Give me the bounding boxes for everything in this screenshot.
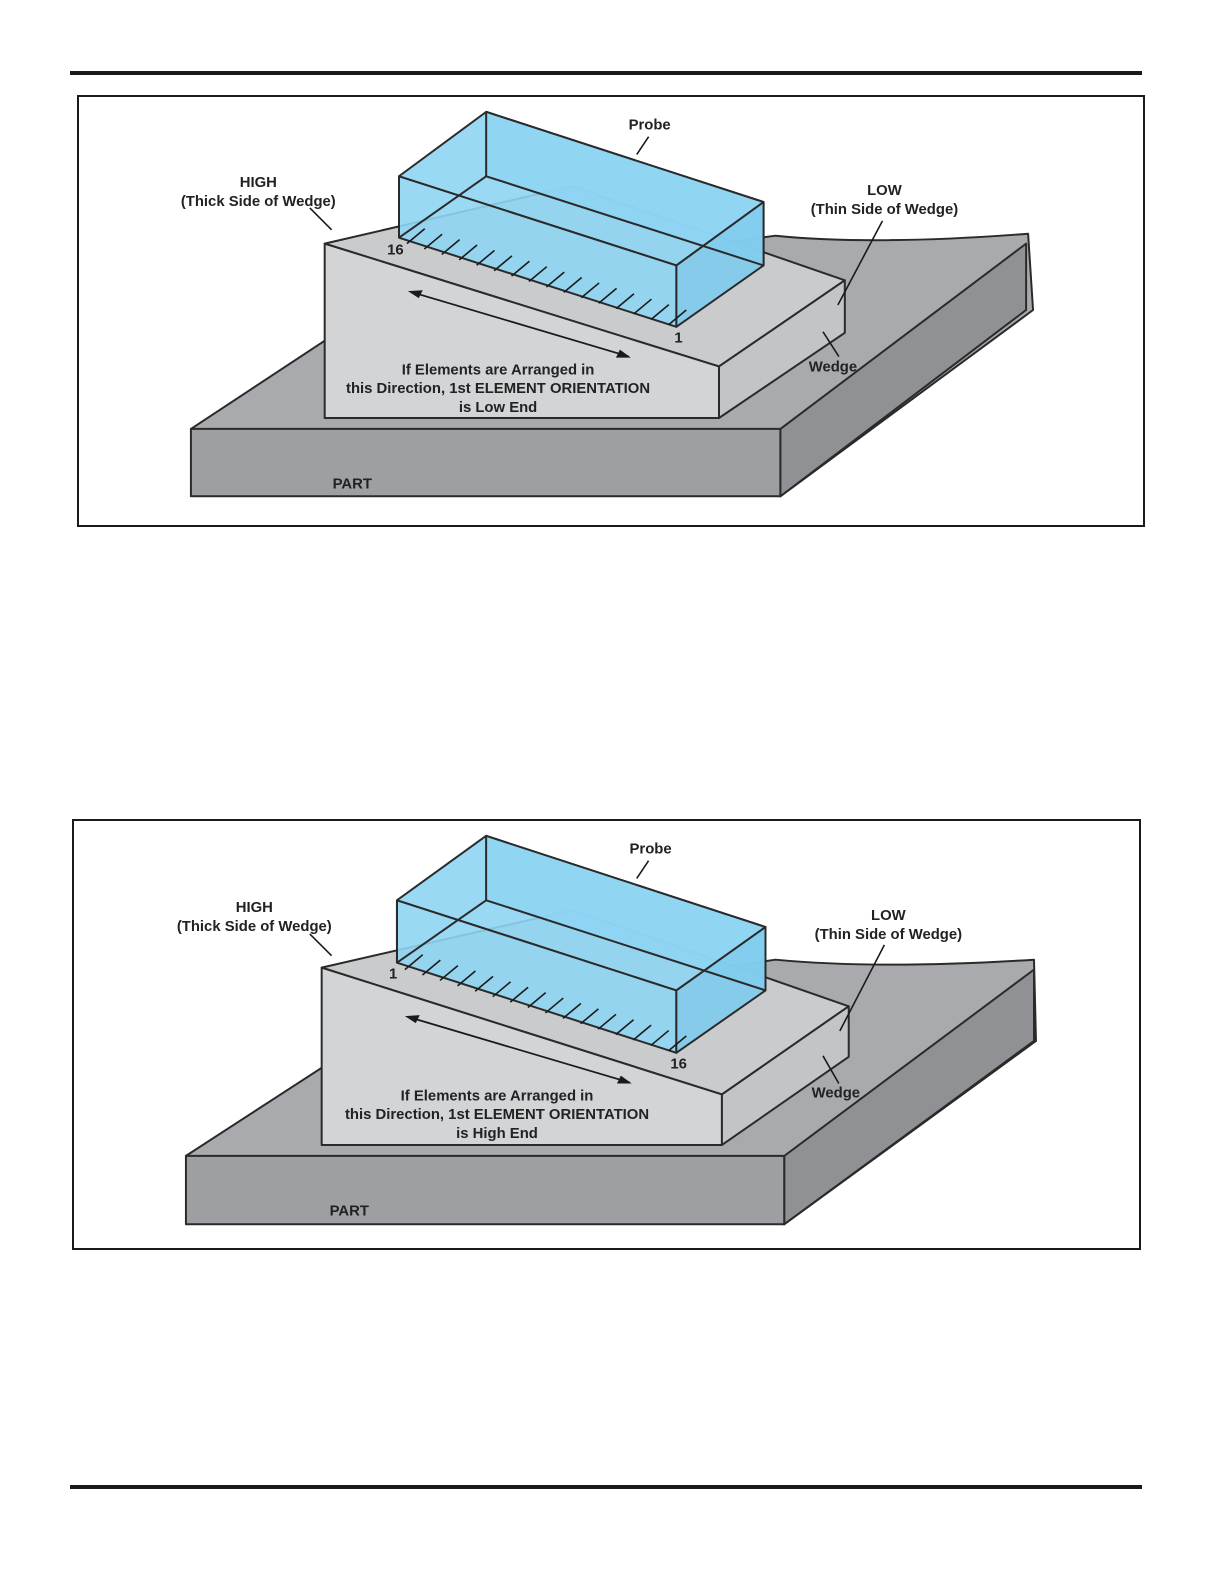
part-front-face [184,1154,786,1226]
part-front-face [189,427,782,498]
element-mark [633,298,652,315]
wedge-label: Wedge [809,359,857,375]
caption-line-2: this Direction, 1st ELEMENT ORIENTATION [345,1107,649,1123]
element-right-number: 16 [670,1057,687,1073]
element-mark [615,293,635,310]
element-mark [650,1029,670,1047]
high-sub-label: (Thick Side of Wedge) [177,919,332,935]
wedge-right-face [720,1005,850,1146]
element-mark [598,287,618,304]
caption-line-3: is High End [456,1126,538,1142]
element-hatch-marks [404,954,687,1052]
diagram-high-end: Probe HIGH (Thick Side of Wedge) LOW (Th… [177,834,1037,1226]
bottom-rule [70,1485,1142,1489]
probe-leader-line [636,136,650,155]
high-label: HIGH [240,175,277,191]
wedge-leader-line [822,1055,840,1084]
element-mark [650,303,670,321]
caption-line-2: this Direction, 1st ELEMENT ORIENTATION [346,381,650,397]
wedge-leader-line [822,331,840,358]
element-mark [597,1013,617,1030]
caption-line-1: If Elements are Arranged in [402,362,595,378]
element-mark [562,1002,582,1019]
high-leader-line [309,933,333,957]
probe-label: Probe [630,842,672,858]
direction-arrow [404,1015,632,1084]
top-rule [70,71,1142,75]
element-mark [457,970,476,987]
figure-low-end: Probe HIGH (Thick Side of Wedge) LOW (Th… [77,95,1145,527]
low-leader-line [837,220,884,306]
element-mark [509,986,529,1003]
element-mark [563,276,583,293]
low-label: LOW [867,183,903,199]
diagram-low-end: Probe HIGH (Thick Side of Wedge) LOW (Th… [181,110,1035,498]
low-sub-label: (Thin Side of Wedge) [815,927,963,943]
element-mark [404,954,424,971]
element-mark [528,266,548,283]
part-right-face [779,242,1028,498]
part-right-face [783,968,1035,1226]
element-mark [580,1008,599,1025]
element-mark [474,975,494,992]
element-mark [458,244,478,261]
element-left-number: 16 [387,243,404,259]
caption-line-1: If Elements are Arranged in [401,1088,594,1104]
probe-leader-line [636,860,650,879]
element-mark [406,228,426,245]
wedge-right-face [718,279,846,419]
figure-high-end: Probe HIGH (Thick Side of Wedge) LOW (Th… [72,819,1141,1250]
low-sub-label: (Thin Side of Wedge) [811,202,959,218]
element-mark [667,1035,687,1052]
element-mark [632,1024,652,1041]
element-mark [439,964,459,982]
element-mark [667,309,687,326]
part-label: PART [333,476,372,492]
probe-right-face [675,201,765,328]
high-label: HIGH [236,900,273,916]
element-mark [492,981,512,998]
element-mark [544,997,564,1014]
low-label: LOW [871,908,907,924]
element-mark [421,959,441,976]
element-hatch-marks [406,228,687,326]
element-mark [441,238,461,256]
element-mark [493,255,513,272]
element-mark [527,992,547,1009]
element-mark [545,271,565,288]
high-leader-line [309,207,333,231]
element-mark [511,260,530,277]
element-mark [615,1019,635,1036]
part-label: PART [330,1203,369,1219]
element-right-number: 1 [674,331,682,347]
caption-line-3: is Low End [459,400,537,416]
probe-label: Probe [629,118,671,134]
element-left-number: 1 [389,967,397,983]
element-mark [580,282,600,299]
high-sub-label: (Thick Side of Wedge) [181,194,336,210]
wedge-label: Wedge [812,1085,860,1101]
direction-arrow [407,290,631,358]
low-leader-line [839,944,886,1032]
element-mark [476,249,495,266]
element-mark [423,233,443,250]
